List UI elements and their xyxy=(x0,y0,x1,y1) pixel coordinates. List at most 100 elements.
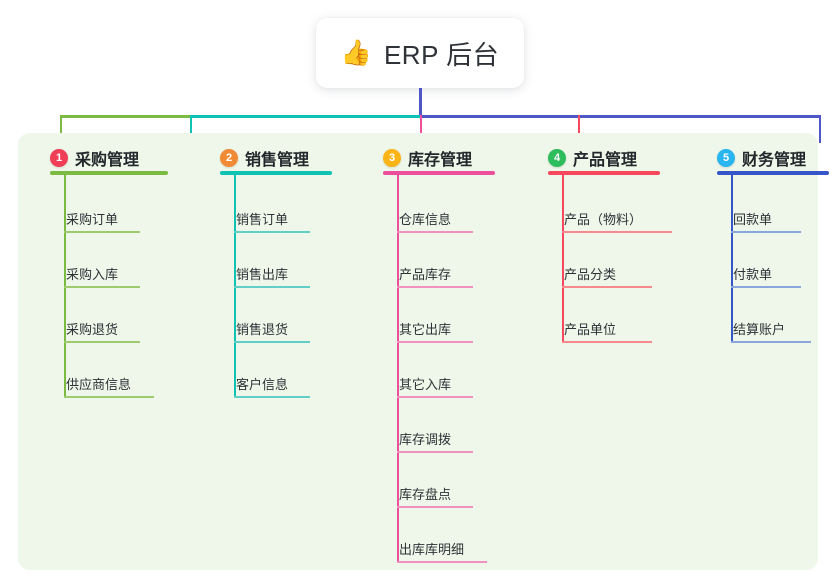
leaf-item[interactable]: 采购入库 xyxy=(50,236,146,288)
leaf-rule xyxy=(731,231,801,233)
leaf-item[interactable]: 产品分类 xyxy=(548,236,658,288)
branch-header-rule xyxy=(383,171,495,175)
branch-header-2[interactable]: 2 销售管理 xyxy=(220,146,309,170)
branch-drop-1 xyxy=(60,115,62,143)
leaf-item[interactable]: 出库库明细 xyxy=(383,511,493,563)
leaf-item[interactable]: 其它入库 xyxy=(383,346,479,398)
branch-header-rule xyxy=(220,171,332,175)
branch-title: 财务管理 xyxy=(742,152,807,169)
leaf-item[interactable]: 客户信息 xyxy=(220,346,316,398)
leaf-item[interactable]: 产品库存 xyxy=(383,236,479,288)
branch-header-5[interactable]: 5 财务管理 xyxy=(717,146,806,170)
leaf-rule xyxy=(397,286,473,288)
leaf-rule xyxy=(562,341,652,343)
branch-number-badge: 1 xyxy=(50,149,68,167)
leaf-label: 付款单 xyxy=(733,267,773,282)
leaf-item[interactable]: 产品单位 xyxy=(548,291,658,343)
leaf-rule xyxy=(234,341,310,343)
branch-trunk-line xyxy=(64,173,66,398)
leaf-rule xyxy=(234,396,310,398)
leaf-rule xyxy=(397,506,473,508)
branch-header-rule xyxy=(548,171,660,175)
branch-drop-5 xyxy=(819,115,821,143)
leaf-label: 产品单位 xyxy=(564,322,617,337)
root-title: ERP 后台 xyxy=(383,39,500,70)
leaf-rule xyxy=(234,286,310,288)
leaf-item[interactable]: 付款单 xyxy=(717,236,807,288)
leaf-item[interactable]: 采购退货 xyxy=(50,291,146,343)
leaf-label: 销售出库 xyxy=(236,267,289,282)
leaf-label: 结算账户 xyxy=(733,322,786,337)
leaf-item[interactable]: 结算账户 xyxy=(717,291,817,343)
leaf-item[interactable]: 供应商信息 xyxy=(50,346,160,398)
leaf-item[interactable]: 采购订单 xyxy=(50,181,146,233)
branch-column-3: 3 库存管理仓库信息产品库存其它出库其它入库库存调拨库存盘点出库库明细 xyxy=(383,133,515,570)
leaf-item[interactable]: 销售出库 xyxy=(220,236,316,288)
branch-title: 库存管理 xyxy=(408,152,473,169)
leaf-label: 供应商信息 xyxy=(66,377,132,392)
leaf-label: 其它入库 xyxy=(399,377,452,392)
leaf-item[interactable]: 回款单 xyxy=(717,181,807,233)
branch-number-badge: 5 xyxy=(717,149,735,167)
bus-segment-1 xyxy=(60,115,190,118)
leaf-label: 库存盘点 xyxy=(399,487,452,502)
branch-title: 产品管理 xyxy=(573,152,638,169)
leaf-label: 销售订单 xyxy=(236,212,289,227)
branch-trunk-line xyxy=(397,173,399,563)
branch-trunk-line xyxy=(562,173,564,343)
leaf-rule xyxy=(64,396,154,398)
leaf-label: 采购退货 xyxy=(66,322,119,337)
leaf-item[interactable]: 其它出库 xyxy=(383,291,479,343)
leaf-rule xyxy=(562,231,672,233)
leaf-rule xyxy=(64,341,140,343)
leaf-label: 客户信息 xyxy=(236,377,289,392)
leaf-label: 产品分类 xyxy=(564,267,617,282)
branch-number-badge: 3 xyxy=(383,149,401,167)
leaf-label: 产品库存 xyxy=(399,267,452,282)
leaf-label: 出库库明细 xyxy=(399,542,465,557)
root-node[interactable]: 👍 ERP 后台 xyxy=(316,18,524,88)
leaf-rule xyxy=(731,341,811,343)
branch-column-5: 5 财务管理回款单付款单结算账户 xyxy=(717,133,839,570)
branch-number-badge: 4 xyxy=(548,149,566,167)
leaf-item[interactable]: 产品（物料） xyxy=(548,181,678,233)
leaf-label: 产品（物料） xyxy=(564,212,643,227)
leaf-item[interactable]: 销售订单 xyxy=(220,181,316,233)
branch-header-4[interactable]: 4 产品管理 xyxy=(548,146,637,170)
leaf-label: 库存调拨 xyxy=(399,432,452,447)
leaf-rule xyxy=(397,451,473,453)
leaf-rule xyxy=(397,341,473,343)
leaf-item[interactable]: 仓库信息 xyxy=(383,181,479,233)
branch-header-3[interactable]: 3 库存管理 xyxy=(383,146,472,170)
leaf-rule xyxy=(397,396,473,398)
leaf-rule xyxy=(234,231,310,233)
leaf-label: 其它出库 xyxy=(399,322,452,337)
branch-header-rule xyxy=(717,171,829,175)
leaf-item[interactable]: 库存调拨 xyxy=(383,401,479,453)
branch-drop-2 xyxy=(190,115,192,143)
leaf-label: 回款单 xyxy=(733,212,773,227)
branch-number-badge: 2 xyxy=(220,149,238,167)
branch-trunk-line xyxy=(234,173,236,398)
leaf-label: 仓库信息 xyxy=(399,212,452,227)
leaf-rule xyxy=(64,231,140,233)
branch-drop-4 xyxy=(578,115,580,143)
leaf-rule xyxy=(64,286,140,288)
branch-header-rule xyxy=(50,171,168,175)
thumbs-up-icon: 👍 xyxy=(340,38,372,67)
branch-title: 销售管理 xyxy=(245,152,310,169)
root-drop-line xyxy=(419,88,422,117)
leaf-label: 采购入库 xyxy=(66,267,119,282)
leaf-item[interactable]: 销售退货 xyxy=(220,291,316,343)
leaf-rule xyxy=(562,286,652,288)
branch-column-4: 4 产品管理产品（物料） 产品分类产品单位 xyxy=(548,133,680,570)
leaf-rule xyxy=(397,561,487,563)
branch-column-2: 2 销售管理销售订单销售出库销售退货客户信息 xyxy=(220,133,352,570)
leaf-item[interactable]: 库存盘点 xyxy=(383,456,479,508)
leaf-rule xyxy=(397,231,473,233)
leaf-rule xyxy=(731,286,801,288)
